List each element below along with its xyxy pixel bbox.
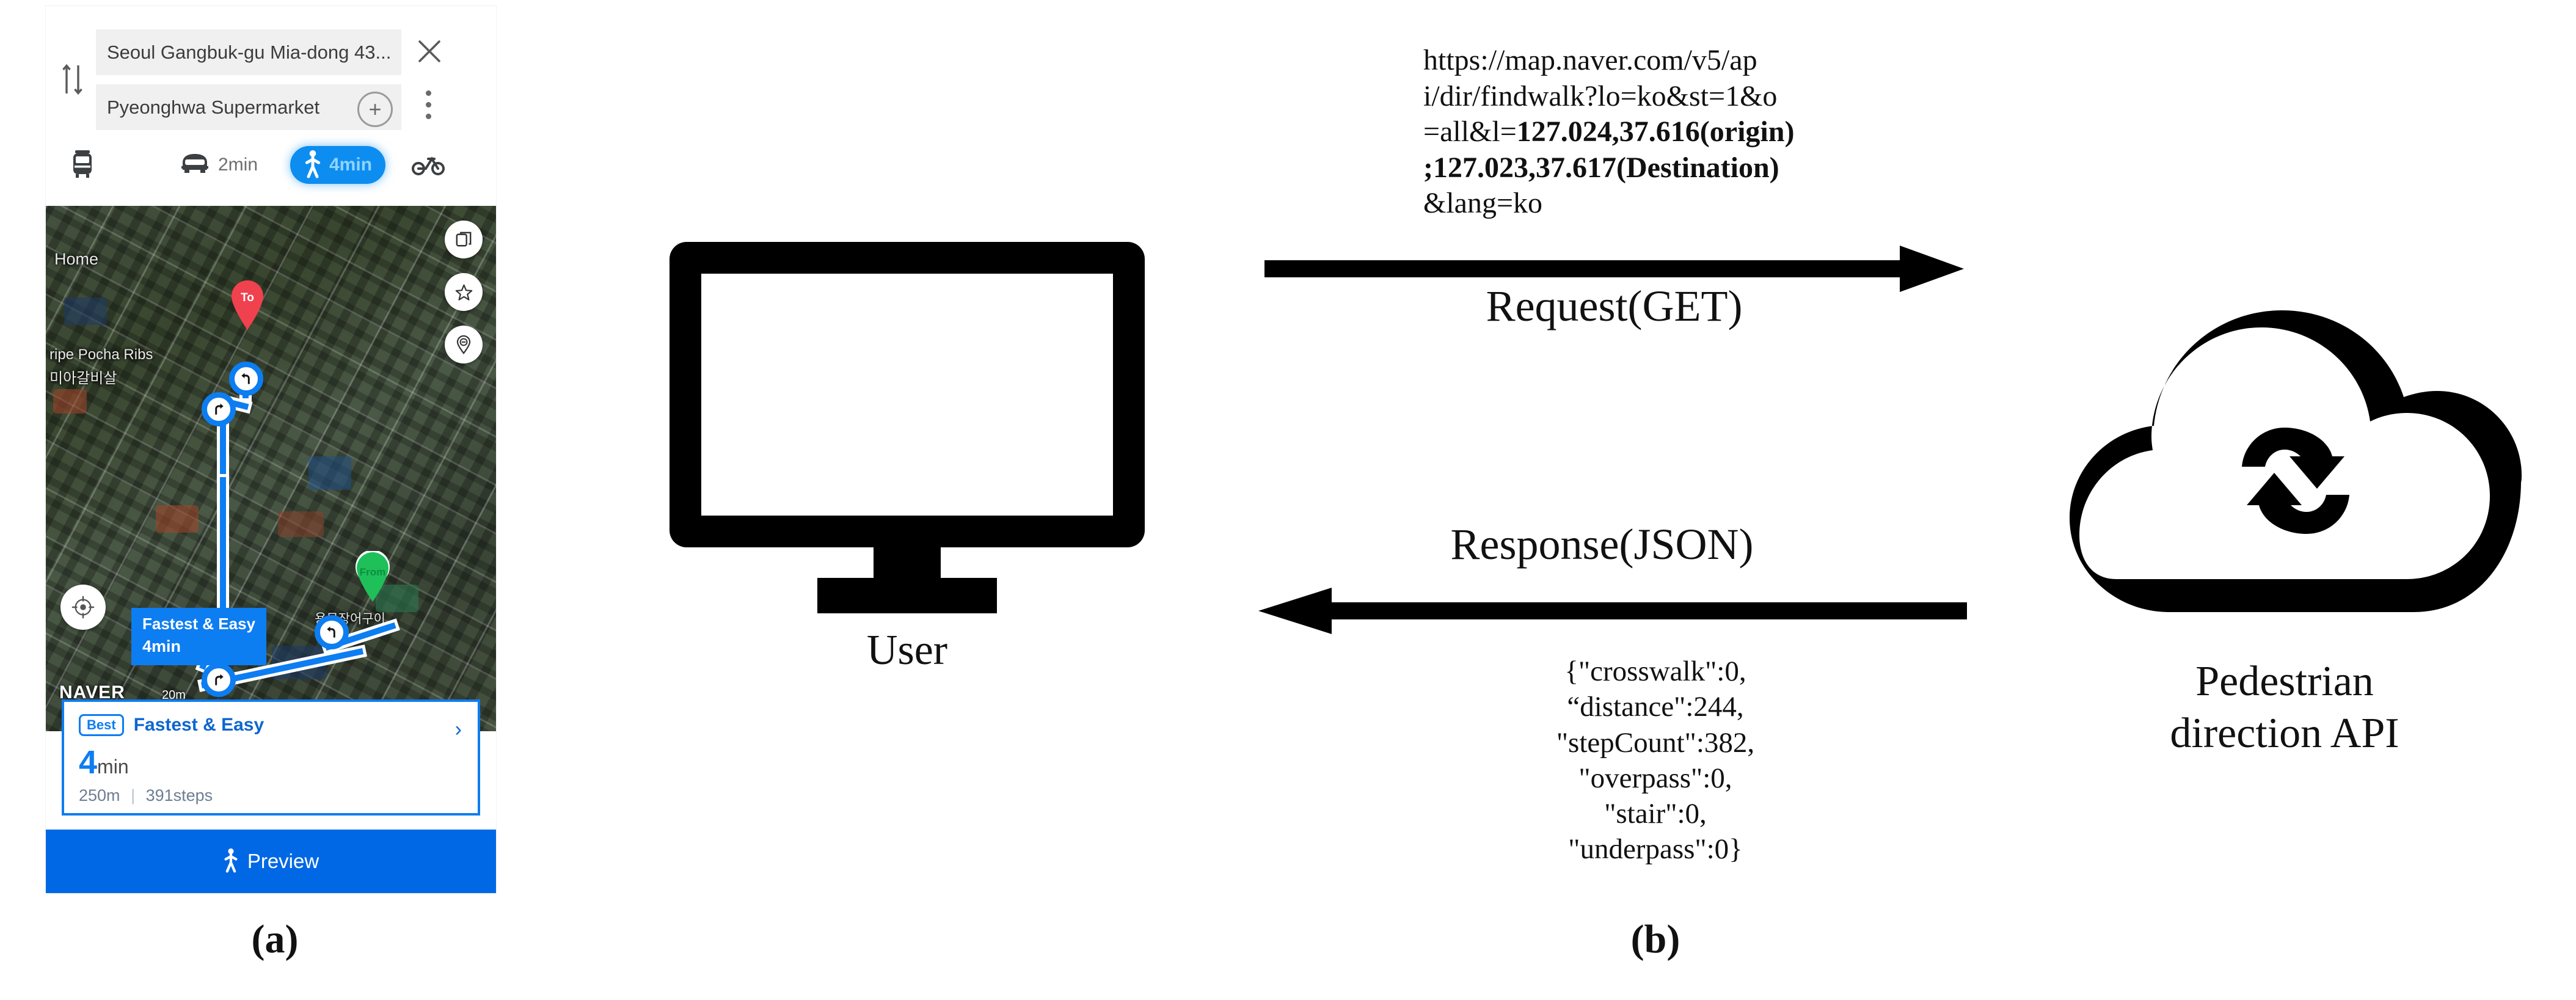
json-line: "stepCount":382, bbox=[1556, 726, 1755, 759]
json-line: {"crosswalk":0, bbox=[1564, 655, 1746, 687]
route-result-card[interactable]: Best Fastest & Easy › 4min 250m | 391ste… bbox=[62, 699, 480, 816]
result-card-header: Best Fastest & Easy › bbox=[79, 714, 463, 741]
preview-label: Preview bbox=[247, 850, 319, 872]
map-label: ripe Pocha Ribs bbox=[49, 346, 153, 363]
map-imagery bbox=[46, 206, 496, 731]
naver-logo: NAVER bbox=[59, 682, 125, 703]
naver-map-screenshot-panel: Seoul Gangbuk-gu Mia-dong 43... Pyeonghw… bbox=[46, 6, 496, 893]
best-badge: Best bbox=[79, 714, 124, 736]
api-label-line2: direction API bbox=[2170, 710, 2399, 757]
walking-person-icon bbox=[304, 148, 322, 182]
figure-caption-a: (a) bbox=[251, 917, 299, 962]
svg-text:From: From bbox=[360, 566, 386, 578]
request-label: Request(GET) bbox=[1486, 282, 1743, 330]
mode-car-label: 2min bbox=[218, 155, 258, 175]
location-pin-minus-icon[interactable] bbox=[445, 326, 483, 363]
json-line: “distance":244, bbox=[1567, 691, 1744, 723]
result-card-title: Fastest & Easy bbox=[133, 715, 265, 735]
origin-pin[interactable]: From bbox=[354, 550, 391, 602]
route-segment bbox=[220, 477, 226, 636]
url-destination-coords: ;127.023,37.617(Destination) bbox=[1423, 151, 1779, 184]
url-line-5: &lang=ko bbox=[1423, 187, 1543, 220]
desktop-monitor-icon bbox=[670, 242, 1145, 613]
user-label: User bbox=[866, 627, 948, 674]
steps-value: 391steps bbox=[145, 786, 213, 805]
url-line-2: i/dir/findwalk?lo=ko&st=1&o bbox=[1423, 79, 1778, 112]
turn-marker-left[interactable] bbox=[315, 615, 349, 649]
distance-value: 250m bbox=[79, 786, 120, 805]
response-label: Response(JSON) bbox=[1450, 520, 1754, 569]
map-blotch bbox=[308, 456, 351, 490]
mode-transit[interactable] bbox=[69, 146, 103, 184]
request-url-text: https://map.naver.com/v5/ap i/dir/findwa… bbox=[1423, 43, 1863, 222]
walking-person-icon bbox=[223, 847, 239, 876]
preview-button[interactable]: Preview bbox=[46, 830, 496, 893]
kebab-menu-icon[interactable] bbox=[426, 90, 432, 125]
api-node: Pedestrian direction API bbox=[2040, 269, 2529, 760]
route-callout[interactable]: Fastest & Easy 4min bbox=[131, 608, 266, 666]
arrow-right-icon bbox=[1264, 246, 1964, 292]
chevron-right-icon[interactable]: › bbox=[454, 718, 462, 741]
map-blotch bbox=[376, 585, 418, 612]
destination-pin[interactable]: To bbox=[229, 279, 266, 330]
map-blotch bbox=[53, 389, 87, 414]
arrow-left-icon bbox=[1258, 588, 1967, 634]
crosshair-locate-icon[interactable] bbox=[60, 585, 106, 630]
map-label: 미아갈비살 bbox=[49, 370, 117, 387]
map-label: Home bbox=[54, 250, 99, 268]
destination-input[interactable]: Pyeonghwa Supermarket bbox=[96, 84, 401, 130]
map-blotch bbox=[278, 511, 324, 537]
url-line-1: https://map.naver.com/v5/ap bbox=[1423, 44, 1757, 76]
map-canvas[interactable]: Home ripe Pocha Ribs 미아갈비살 용문장어구이 To Fro… bbox=[46, 206, 496, 731]
callout-title: Fastest & Easy bbox=[142, 615, 255, 633]
mode-walk[interactable]: 4min bbox=[290, 146, 386, 184]
json-line: "underpass":0} bbox=[1568, 833, 1743, 866]
layers-icon[interactable] bbox=[445, 221, 483, 258]
user-node: User bbox=[666, 238, 1148, 675]
metric-separator: | bbox=[131, 786, 136, 805]
car-icon bbox=[179, 151, 211, 179]
close-icon[interactable] bbox=[412, 34, 447, 68]
scale-label: 20m bbox=[162, 688, 186, 702]
json-line: "stair":0, bbox=[1604, 798, 1707, 830]
origin-input[interactable]: Seoul Gangbuk-gu Mia-dong 43... bbox=[96, 29, 401, 75]
bicycle-icon bbox=[411, 151, 445, 179]
search-header: Seoul Gangbuk-gu Mia-dong 43... Pyeonghw… bbox=[46, 6, 496, 144]
duration-value: 4 bbox=[79, 744, 98, 781]
cloud-sync-icon bbox=[2070, 310, 2522, 612]
url-line-3-prefix: =all&l= bbox=[1423, 115, 1517, 148]
swap-vertical-icon[interactable] bbox=[59, 60, 87, 98]
map-blotch bbox=[156, 505, 199, 533]
origin-value: Seoul Gangbuk-gu Mia-dong 43... bbox=[107, 41, 392, 63]
response-json-text: {"crosswalk":0, “distance":244, "stepCou… bbox=[1423, 654, 1888, 867]
figure-caption-b: (b) bbox=[1630, 917, 1680, 962]
mode-car[interactable]: 2min bbox=[179, 146, 258, 184]
map-blotch bbox=[64, 297, 107, 325]
svg-text:To: To bbox=[241, 291, 254, 304]
api-label: Pedestrian direction API bbox=[2040, 655, 2529, 760]
json-line: "overpass":0, bbox=[1578, 762, 1732, 794]
url-origin-coords: 127.024,37.616(origin) bbox=[1516, 115, 1795, 148]
result-metrics: 250m | 391steps bbox=[79, 786, 463, 805]
mode-bike[interactable] bbox=[411, 146, 453, 184]
transit-bus-icon bbox=[69, 148, 96, 182]
turn-marker-right[interactable] bbox=[202, 392, 236, 426]
callout-duration: 4min bbox=[142, 637, 181, 655]
turn-marker-left[interactable] bbox=[229, 362, 263, 396]
api-label-line1: Pedestrian bbox=[2195, 658, 2374, 705]
mode-walk-label: 4min bbox=[329, 155, 373, 175]
route-segment bbox=[220, 407, 226, 481]
transport-mode-row: 2min 4min bbox=[46, 137, 496, 205]
plus-icon[interactable]: + bbox=[357, 92, 393, 127]
result-duration: 4min bbox=[79, 743, 463, 781]
star-icon[interactable] bbox=[445, 273, 483, 311]
destination-value: Pyeonghwa Supermarket bbox=[107, 96, 320, 118]
turn-marker-right[interactable] bbox=[202, 663, 236, 697]
duration-unit: min bbox=[97, 756, 129, 778]
